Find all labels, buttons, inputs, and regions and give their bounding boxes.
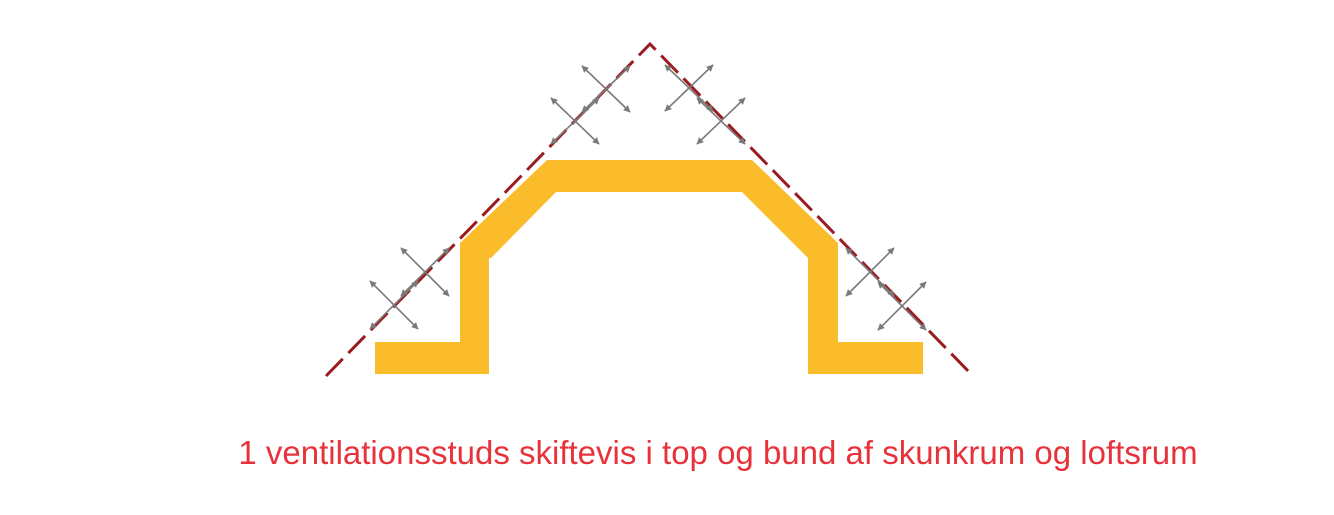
vent-arrow-icon [696,97,746,145]
vent-arrow-group-bottom-right-1 [845,247,895,297]
diagram-caption: 1 ventilationsstuds skiftevis i top og b… [238,434,1198,471]
vent-arrow-icon [550,97,600,145]
vent-arrow-group-top-right-2 [696,97,746,145]
vent-arrow-group-top-left-2 [550,97,600,145]
vent-arrow-group-top-left-1 [581,65,631,113]
vent-arrow-icon [877,281,927,331]
vent-arrow-group-bottom-left-2 [369,280,419,330]
insulation-profile [375,160,923,374]
ceiling-insulation [547,160,752,192]
vent-arrow-icon [664,64,714,112]
roof-line [324,41,975,378]
right-knee-wall-insulation [808,258,838,374]
vent-arrow-icon [845,247,895,297]
vent-arrow-icon [369,280,419,330]
vent-arrow-group-top-right-1 [664,64,714,112]
left-slope-insulation [460,160,556,258]
vent-arrow-group-bottom-left-1 [400,247,450,297]
left-knee-wall-insulation [460,258,489,374]
vent-arrow-group-bottom-right-2 [877,281,927,331]
right-slope-insulation [742,160,838,258]
